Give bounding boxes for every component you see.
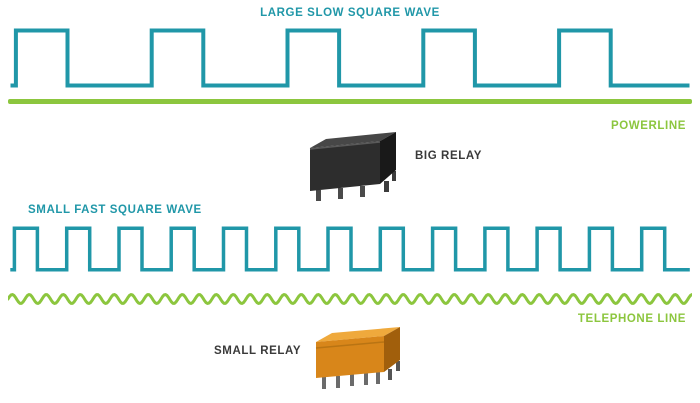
small-wave-title: SMALL FAST SQUARE WAVE [28, 204, 202, 216]
small-relay-image [315, 327, 400, 389]
big-relay-front-face [310, 141, 380, 191]
small-relay-top-face [316, 327, 400, 342]
small-relay-pin [336, 376, 340, 388]
small-relay-pin [388, 369, 392, 380]
small-relay-pin [376, 372, 380, 384]
big-relay-edge-highlight [309, 141, 381, 150]
small-relay-pin [396, 361, 400, 371]
small-fast-square-wave [10, 226, 690, 272]
small-relay-pin [364, 373, 368, 385]
telephone-line-label: TELEPHONE LINE [577, 313, 686, 325]
big-relay-pin [392, 171, 396, 181]
big-relay-pin [384, 181, 389, 192]
small-relay-pin [322, 377, 326, 389]
big-relay-pin [338, 188, 343, 199]
large-wave-title: LARGE SLOW SQUARE WAVE [260, 7, 440, 19]
big-relay-pin [316, 190, 321, 201]
big-relay-label: BIG RELAY [415, 150, 482, 162]
big-relay-image [309, 132, 396, 201]
large-slow-square-wave [10, 28, 690, 88]
small-relay-side-face [384, 327, 400, 372]
big-relay-side-face [380, 132, 396, 184]
powerline-line [8, 99, 692, 104]
small-relay-pin [350, 374, 354, 386]
small-relay-label: SMALL RELAY [214, 345, 302, 357]
big-relay-pin [360, 186, 365, 197]
telephone-line-wave [8, 293, 692, 305]
small-relay-seam [315, 341, 385, 349]
big-relay-top-face [310, 132, 396, 148]
powerline-label: POWERLINE [610, 120, 686, 132]
